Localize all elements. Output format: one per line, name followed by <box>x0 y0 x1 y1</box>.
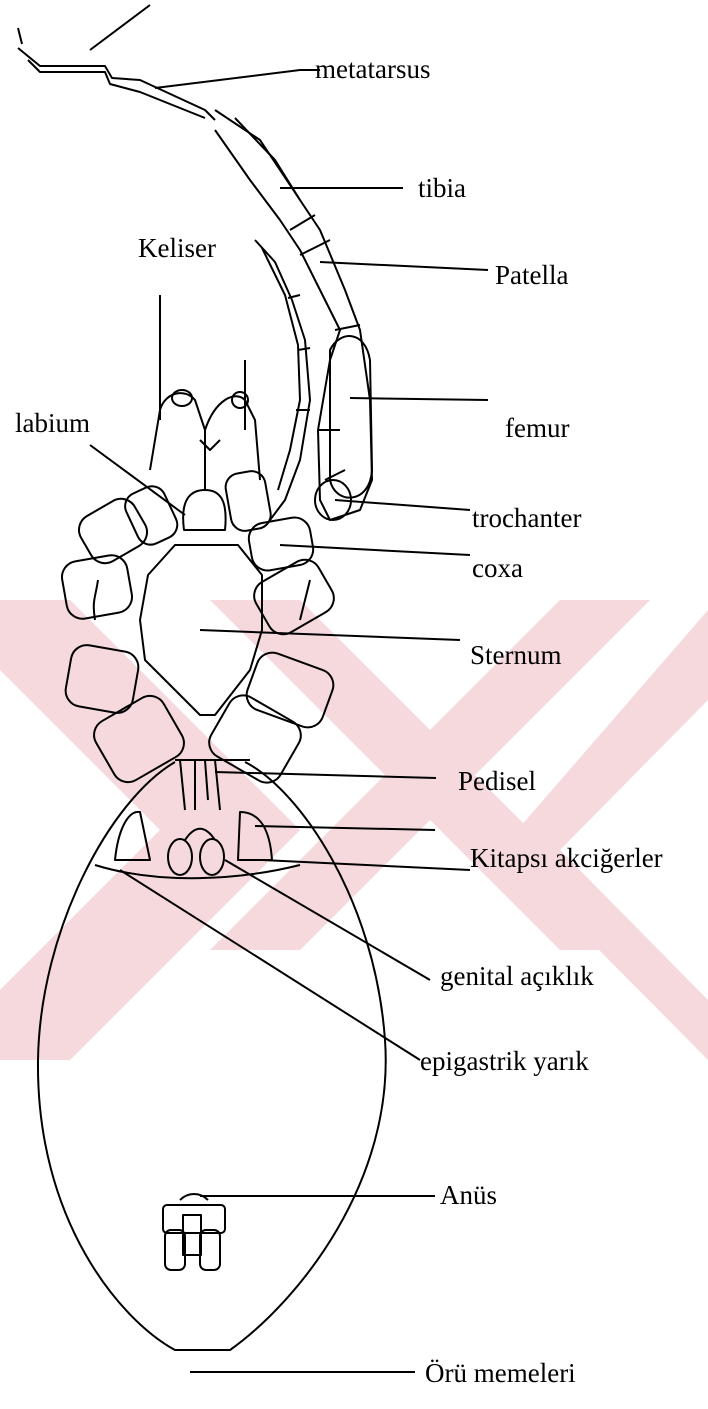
abdomen <box>38 762 386 1350</box>
label-metatarsus: metatarsus <box>315 56 430 83</box>
label-keliser: Keliser <box>138 235 216 262</box>
label-trochanter: trochanter <box>472 505 581 532</box>
label-anus: Anüs <box>440 1182 497 1209</box>
label-sternum: Sternum <box>470 642 562 669</box>
leg <box>18 48 372 520</box>
label-pedisel: Pedisel <box>458 768 536 795</box>
coxae <box>59 469 339 788</box>
label-oru-memeleri: Örü memeleri <box>425 1360 576 1387</box>
label-coxa: coxa <box>472 555 523 582</box>
labium-shape <box>183 490 226 530</box>
label-genital-aciklik: genital açıklık <box>440 963 594 990</box>
chelicerae <box>150 390 260 490</box>
label-patella: Patella <box>495 262 568 289</box>
label-femur: femur <box>505 415 569 442</box>
label-tibia: tibia <box>418 175 466 202</box>
pedicel <box>175 760 250 810</box>
label-labium: labium <box>15 410 90 437</box>
label-epigastrik-yarik: epigastrik yarık <box>420 1048 589 1075</box>
leader-lines <box>18 5 488 1372</box>
label-kitapsi-akcigerler: Kitapsı akciğerler <box>470 845 663 872</box>
